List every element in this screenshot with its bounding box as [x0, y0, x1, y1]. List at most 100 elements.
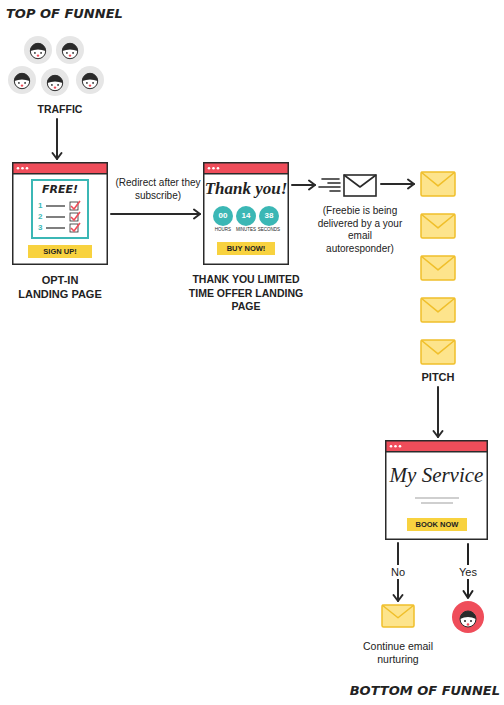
landing-page-window: Thank you!THANK YOU LIMITED TIME OFFER L…: [203, 162, 289, 265]
paper-title: FREE!: [31, 183, 89, 196]
window-bar: [13, 163, 108, 174]
page-caption: THANK YOU LIMITED TIME OFFER LANDING PAG…: [182, 273, 310, 314]
list-number: 3: [38, 222, 42, 234]
face-background: [76, 66, 104, 94]
arrow-head: [434, 431, 443, 437]
button-fill: [217, 242, 275, 255]
script-heading: Thank you!: [203, 178, 289, 200]
note-caption: Continue email nurturing: [343, 640, 453, 666]
window-dot: [217, 167, 220, 170]
speed-line: [328, 182, 340, 184]
window-frame: [13, 163, 108, 265]
email-stack: [417, 170, 459, 384]
envelope-body: [421, 172, 455, 196]
window-dot: [21, 167, 24, 170]
envelope-flap: [421, 214, 455, 228]
window-bar: [204, 163, 289, 174]
window-dot: [399, 445, 402, 448]
face-eye: [34, 52, 36, 54]
face-background: [56, 36, 84, 64]
timer-circle: [213, 206, 233, 226]
envelope-flap: [421, 298, 455, 312]
timer-circle: [259, 206, 279, 226]
node-caption: TRAFFIC: [5, 103, 115, 116]
face-head: [82, 73, 97, 88]
face-eye: [40, 52, 42, 54]
arrow-line: [381, 183, 414, 185]
window-dot: [208, 167, 211, 170]
text-line: [421, 502, 453, 504]
email-sequence: PITCH: [417, 170, 459, 384]
avatar-hair: [460, 611, 476, 619]
yes-arrow-head: [464, 591, 473, 598]
window-dot: [17, 167, 20, 170]
window-bar: [386, 441, 488, 452]
email-flap: [344, 175, 376, 187]
timer-circle: [236, 206, 256, 226]
envelope-flap: [421, 340, 455, 354]
avatar-eye: [470, 620, 472, 622]
edge-label: (Redirect after they subscribe): [114, 177, 202, 202]
face-mouth: [54, 86, 56, 88]
face-eye: [18, 82, 20, 84]
timer-number: 38: [259, 206, 279, 226]
face-hair: [62, 43, 77, 51]
edge-label: No: [386, 565, 410, 579]
face-background: [8, 66, 36, 94]
face-head: [62, 43, 77, 58]
nurture-email: Continue email nurturing: [381, 604, 415, 628]
envelope-flap: [421, 256, 455, 270]
timer-unit: HOURS: [208, 227, 238, 233]
countdown-timer: 00HOURS: [213, 206, 233, 234]
envelope-flap: [421, 172, 455, 186]
timer-unit: SECONDS: [254, 227, 284, 233]
speed-line: [319, 186, 340, 188]
landing-page-window: My ServiceBOOK NOW: [385, 440, 488, 540]
speed-line: [322, 178, 339, 180]
check-mark: [71, 212, 80, 220]
arrow-line: [292, 184, 315, 186]
window-dot: [26, 167, 29, 170]
button-label: SIGN UP!: [28, 245, 92, 258]
funnel-label: TOP OF FUNNEL: [6, 6, 123, 22]
flow-arrow: [53, 119, 62, 159]
face-head: [14, 73, 29, 88]
arrow-head: [408, 180, 414, 189]
face-eye: [92, 82, 94, 84]
button-fill: [28, 245, 92, 258]
envelope-body: [421, 214, 455, 238]
cta-button: BOOK NOW: [407, 518, 467, 531]
cta-button: SIGN UP!: [28, 245, 92, 258]
avatar-mouth: [467, 623, 470, 626]
face-eye: [66, 52, 68, 54]
face-hair: [14, 73, 29, 81]
window-frame: [204, 163, 289, 265]
avatar-face: [460, 611, 476, 627]
face-mouth: [69, 54, 71, 56]
flow-arrow: [434, 387, 443, 437]
funnel-label: Yes: [456, 565, 480, 579]
arrow-line: [437, 387, 439, 437]
window-frame: [386, 441, 488, 540]
cta-button: BUY NOW!: [217, 242, 275, 255]
traffic-group: TRAFFIC: [5, 34, 115, 116]
list-line: [46, 216, 65, 217]
face-background: [41, 68, 69, 96]
button-label: BUY NOW!: [217, 242, 275, 255]
list-line: [46, 227, 65, 228]
envelope-flap: [382, 605, 414, 618]
speed-line: [330, 190, 340, 192]
flow-arrow: [111, 210, 200, 219]
arrow-line: [111, 213, 200, 215]
arrow-head: [53, 153, 62, 159]
list-line: [46, 205, 65, 206]
face-mouth: [21, 84, 23, 86]
envelope-body: [421, 340, 455, 364]
autoresponder-icon: (Freebie is being delivered by a your em…: [318, 171, 378, 199]
timer-unit: MINUTES: [231, 227, 261, 233]
face-mouth: [37, 54, 39, 56]
face-eye: [86, 82, 88, 84]
face-eye: [57, 84, 59, 86]
window-dot: [212, 167, 215, 170]
timer-number: 14: [236, 206, 256, 226]
